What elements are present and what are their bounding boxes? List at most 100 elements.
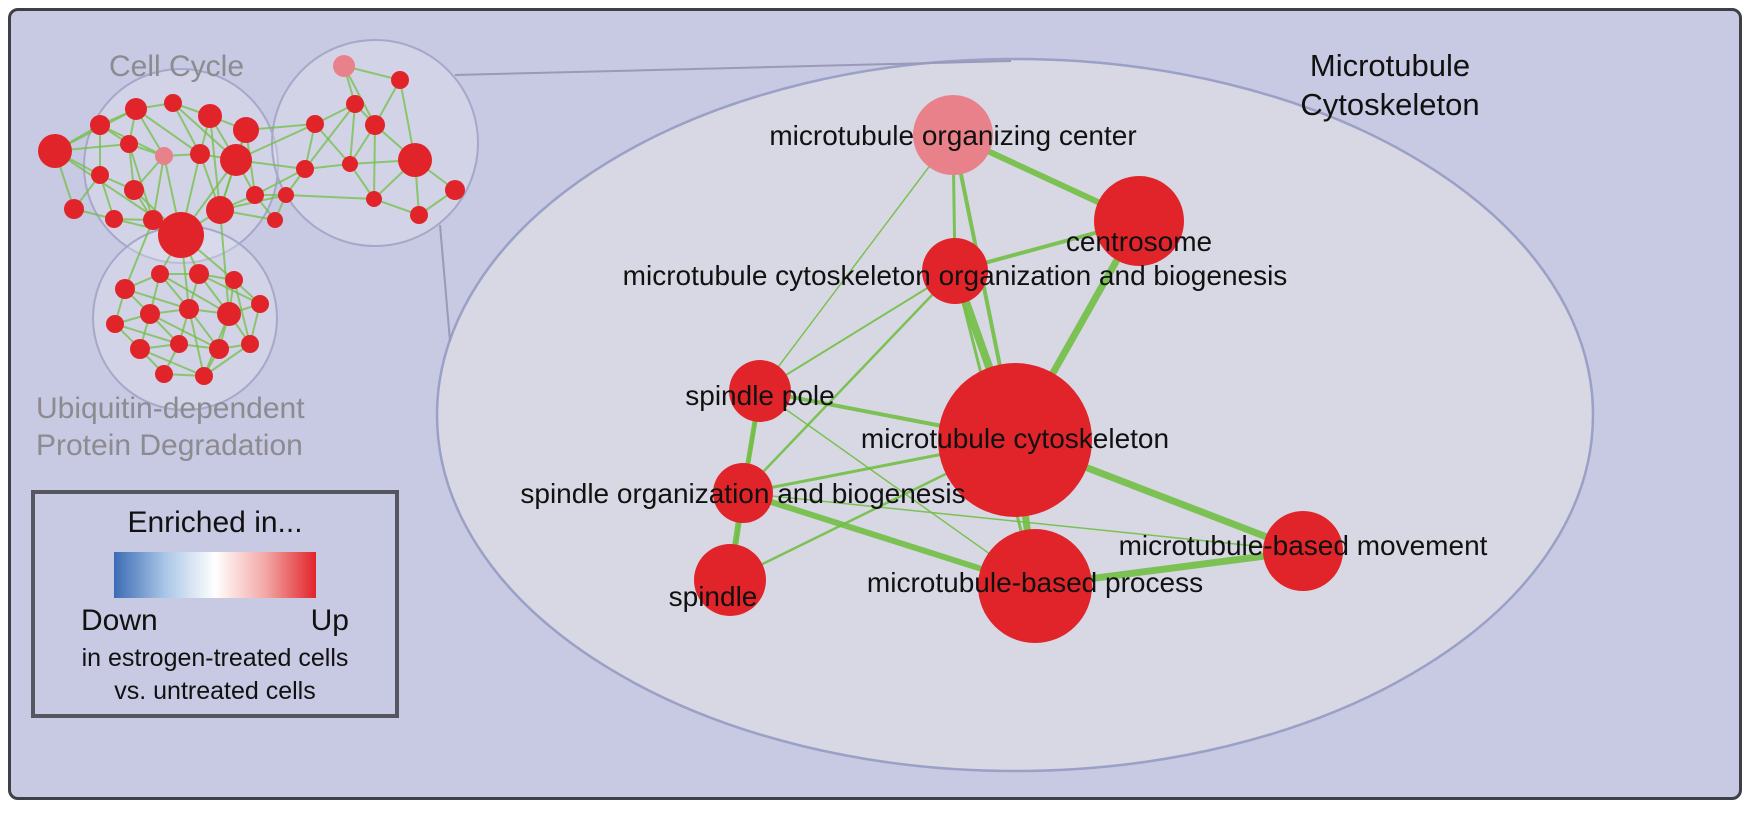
node-spole: [729, 360, 791, 422]
detail-node-labels: microtubule organizing centercentrosomem…: [520, 120, 1487, 612]
node-label-sob: spindle organization and biogenesis: [520, 478, 965, 509]
enrichment-gradient-bar: [114, 552, 316, 598]
overview-edge: [219, 209, 230, 315]
overview-node-14: [143, 210, 163, 230]
overview-node-6: [120, 135, 138, 153]
overview-node-30: [278, 187, 294, 203]
ubiquitin-heading-line1: Ubiquitin-dependent: [36, 392, 305, 425]
overview-node-28: [410, 206, 428, 224]
overview-node-43: [241, 335, 259, 353]
overview-edge: [373, 124, 376, 200]
overview-node-40: [130, 339, 150, 359]
detail-edge-mcob-sob: [741, 269, 957, 495]
overview-node-26: [296, 160, 314, 178]
overview-node-36: [140, 304, 160, 324]
node-mbp: [978, 529, 1092, 643]
overview-edge: [203, 343, 251, 377]
microtubule-heading-line1: Microtubule: [1309, 48, 1471, 83]
overview-node-45: [195, 367, 213, 385]
cell-cycle-text: Cell Cycle: [109, 50, 245, 83]
zoom-connector-line-0: [454, 60, 1012, 76]
overview-edge: [188, 308, 205, 377]
overview-node-35: [106, 315, 124, 333]
ubiquitin-heading-line2: Protein Degradation: [36, 428, 303, 462]
overview-node-41: [170, 335, 188, 353]
legend-up-label: Up: [310, 604, 349, 637]
overview-nodes: [38, 55, 465, 385]
overview-node-18: [267, 212, 283, 228]
overview-node-15: [158, 212, 204, 258]
node-centrosome: [1094, 176, 1184, 266]
overview-edge: [159, 273, 230, 315]
overview-edge: [114, 323, 180, 345]
node-moc: [913, 95, 993, 175]
node-spindle: [694, 544, 766, 616]
node-mbm: [1263, 511, 1343, 591]
overview-network: [38, 39, 479, 411]
detail-edge-moc-spole: [759, 134, 954, 392]
node-label-mcob: microtubule cytoskeleton organization an…: [623, 260, 1288, 291]
overview-node-25: [342, 156, 358, 172]
overview-node-1: [90, 115, 110, 135]
cluster-label-cell-cycle: Cell Cycle: [109, 49, 244, 86]
overview-node-7: [155, 147, 173, 165]
overview-edge: [149, 313, 220, 350]
node-label-mc: microtubule cytoskeleton: [861, 423, 1169, 454]
node-sob: [713, 463, 773, 523]
overview-node-33: [189, 264, 209, 284]
overview-node-4: [198, 104, 222, 128]
legend-caption-line2: vs. untreated cells: [114, 676, 316, 705]
overview-node-39: [251, 295, 269, 313]
overview-node-29: [366, 191, 382, 207]
overview-node-32: [151, 265, 169, 283]
zoom-connector-lines: [439, 60, 1012, 342]
overview-node-17: [246, 186, 264, 204]
overview-node-9: [220, 144, 252, 176]
overview-node-20: [391, 71, 409, 89]
detail-nodes: [694, 95, 1343, 643]
overview-edge: [135, 108, 201, 155]
node-label-moc: microtubule organizing center: [769, 120, 1136, 151]
overview-node-34: [225, 271, 243, 289]
overview-node-38: [217, 302, 241, 326]
overview-node-3: [164, 94, 182, 112]
overview-edge: [343, 65, 376, 126]
overview-edge: [139, 348, 205, 377]
overview-node-22: [306, 115, 324, 133]
overview-edge: [349, 103, 356, 165]
node-mcob: [922, 238, 988, 304]
overview-edge: [209, 115, 221, 211]
overview-node-24: [398, 143, 432, 177]
microtubule-heading-line2: Cytoskeleton: [1300, 86, 1480, 122]
overview-node-10: [91, 166, 109, 184]
node-label-spindle: spindle: [669, 581, 758, 612]
overview-node-42: [209, 339, 229, 359]
overview-edge: [124, 219, 154, 290]
overview-node-23: [365, 115, 385, 135]
overview-node-31: [115, 279, 135, 299]
detail-edge-mcob-spole: [759, 270, 956, 392]
cluster-label-microtubule-cytoskeleton: Microtubule Cytoskeleton: [1265, 47, 1515, 125]
overview-node-8: [190, 144, 210, 164]
node-label-centrosome: centrosome: [1066, 226, 1212, 257]
node-mc: [938, 363, 1092, 517]
network-canvas: microtubule organizing centercentrosomem…: [38, 39, 1595, 773]
overview-edge: [198, 273, 261, 305]
overview-node-16: [206, 196, 234, 224]
overview-node-27: [445, 180, 465, 200]
overview-node-11: [124, 180, 144, 200]
node-label-mbp: microtubule-based process: [867, 567, 1203, 598]
overview-node-21: [346, 95, 364, 113]
overview-node-5: [233, 117, 259, 143]
zoom-connector-line-1: [439, 224, 451, 342]
overview-node-2: [125, 98, 147, 120]
overview-edge: [124, 288, 190, 310]
cluster-label-ubiquitin: Ubiquitin-dependent Protein Degradation: [36, 391, 305, 464]
overview-node-0: [38, 134, 72, 168]
overview-edge: [304, 103, 356, 170]
node-label-mbm: microtubule-based movement: [1119, 530, 1488, 561]
overview-edge: [254, 168, 306, 196]
legend-title: Enriched in...: [127, 506, 303, 539]
